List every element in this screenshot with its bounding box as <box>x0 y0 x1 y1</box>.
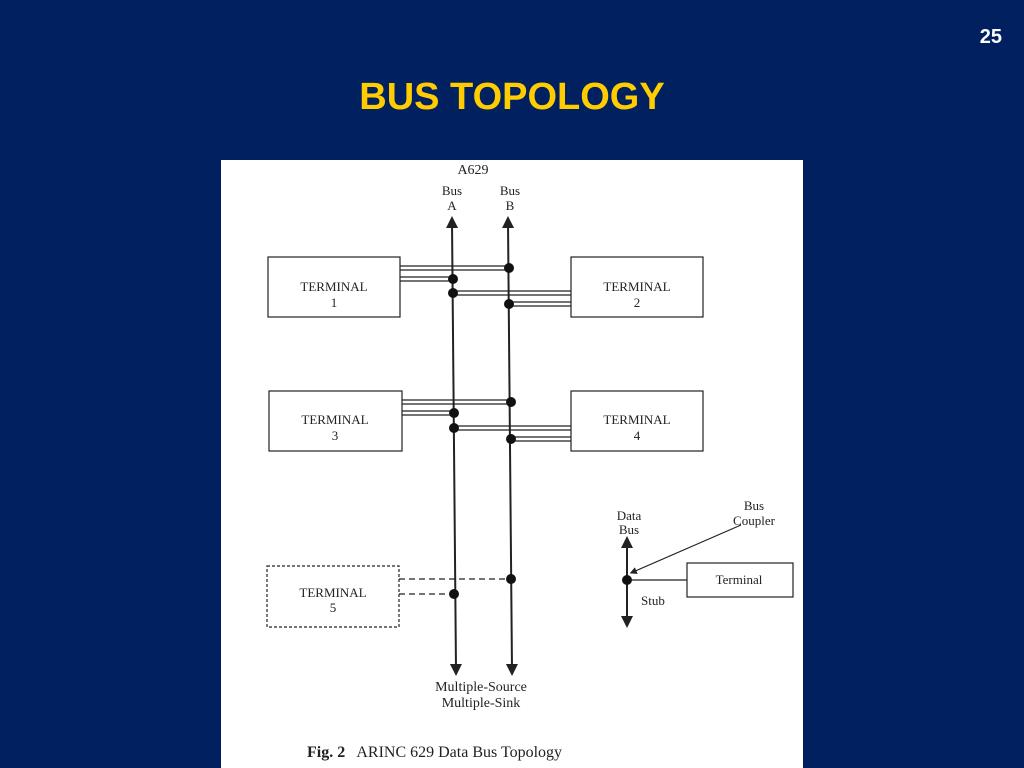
bus-topology-figure: A629 Bus A Bus B TERMINAL 1 <box>221 160 803 768</box>
terminal-1-number: 1 <box>331 295 338 310</box>
legend-coupler-arrow <box>629 524 742 574</box>
legend-stub-label: Stub <box>641 593 665 608</box>
footer-line2: Multiple-Sink <box>442 696 521 711</box>
legend-data-bus-line2: Bus <box>619 522 639 537</box>
coupler-t5-bus-a <box>449 589 459 599</box>
bus-b-label-line1: Bus <box>500 183 520 198</box>
terminal-4-label: TERMINAL <box>603 412 670 427</box>
terminal-1-stubs <box>400 265 509 282</box>
terminal-5-label: TERMINAL <box>299 585 366 600</box>
terminal-2-stubs <box>453 290 571 307</box>
terminal-4: TERMINAL 4 <box>570 390 704 452</box>
bus-topology-diagram: A629 Bus A Bus B TERMINAL 1 <box>266 163 794 761</box>
legend-data-bus-line1: Data <box>617 508 642 523</box>
terminal-4-number: 4 <box>634 428 641 443</box>
legend-coupler-dot <box>622 575 632 585</box>
legend-bus-coupler-line1: Bus <box>744 498 764 513</box>
footer-line1: Multiple-Source <box>435 680 527 695</box>
terminal-3-label: TERMINAL <box>301 412 368 427</box>
legend-terminal-label: Terminal <box>716 572 763 587</box>
terminal-3-number: 3 <box>332 428 339 443</box>
coupler-t5-bus-b <box>506 574 516 584</box>
terminal-5: TERMINAL 5 <box>266 565 400 628</box>
terminal-5-stubs <box>399 578 511 595</box>
legend-terminal-box <box>686 562 794 598</box>
bus-b-label-line2: B <box>506 198 515 213</box>
coupler-t3-bus-b <box>506 397 516 407</box>
terminal-5-number: 5 <box>330 600 337 615</box>
coupler-t2-bus-a <box>448 288 458 298</box>
bus-b-line <box>502 216 518 676</box>
terminal-4-stubs <box>454 425 571 442</box>
bus-a-label-line2: A <box>447 198 457 213</box>
figure-caption-text: ARINC 629 Data Bus Topology <box>356 744 562 761</box>
slide-number: 25 <box>979 26 1002 48</box>
coupler-t4-bus-b <box>506 434 516 444</box>
bus-a-label-line1: Bus <box>442 183 462 198</box>
figure-caption-label: Fig. 2 <box>307 744 345 761</box>
terminal-2: TERMINAL 2 <box>570 256 704 318</box>
coupler-t2-bus-b <box>504 299 514 309</box>
coupler-t3-bus-a <box>449 408 459 418</box>
terminal-3: TERMINAL 3 <box>268 390 403 452</box>
coupler-t1-bus-b <box>504 263 514 273</box>
figure-caption: Fig. 2 ARINC 629 Data Bus Topology <box>307 744 562 761</box>
coupler-t1-bus-a <box>448 274 458 284</box>
terminal-1: TERMINAL 1 <box>267 256 401 318</box>
terminal-3-stubs <box>402 399 511 416</box>
legend-bus-coupler-line2: Coupler <box>733 513 776 528</box>
diagram-header: A629 <box>457 163 488 178</box>
coupler-t4-bus-a <box>449 423 459 433</box>
terminal-2-label: TERMINAL <box>603 279 670 294</box>
slide-title: BUS TOPOLOGY <box>359 76 665 118</box>
terminal-1-label: TERMINAL <box>300 279 367 294</box>
terminal-2-number: 2 <box>634 295 641 310</box>
